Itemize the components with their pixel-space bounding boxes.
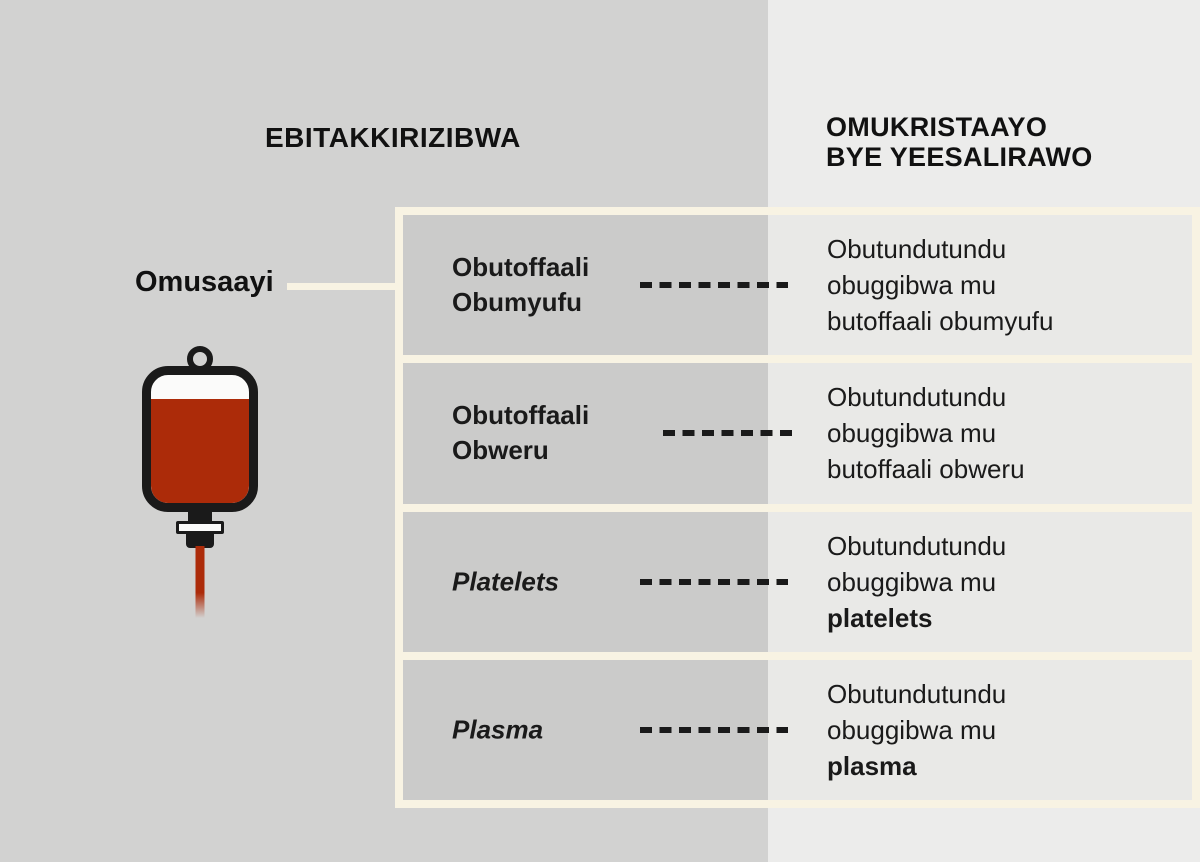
blood-source-label: Omusaayi — [135, 266, 274, 298]
column-header-personal-decision: OMUKRISTAAYO BYE YEESALIRAWO — [826, 112, 1093, 172]
blood-bag-flange — [176, 521, 224, 534]
component-label: Plasma — [452, 712, 543, 747]
fraction-line2: obuggibwa mu — [827, 566, 997, 597]
fraction-description: Obutundutundu obuggibwa mu butoffaali ob… — [827, 231, 1053, 339]
table-row-red-cells: Obutoffaali Obumyufu Obutundutundu obugg… — [403, 215, 1192, 356]
fraction-line1: Obutundutundu — [827, 382, 1007, 413]
fraction-description: Obutundutundu obuggibwa mu butoffaali ob… — [827, 379, 1025, 487]
blood-components-table: Obutoffaali Obumyufu Obutundutundu obugg… — [395, 207, 1200, 808]
fraction-line2: obuggibwa mu — [827, 714, 997, 745]
connector-line — [287, 283, 397, 290]
fraction-line3: butoffaali obumyufu — [827, 306, 1054, 337]
dashed-connector — [640, 282, 788, 289]
component-label: Obutoffaali Obweru — [452, 398, 589, 468]
dashed-connector — [663, 430, 792, 437]
component-label: Platelets — [452, 564, 559, 599]
blood-bag-tube — [195, 546, 205, 618]
header-right-line2: BYE YEESALIRAWO — [826, 142, 1093, 172]
component-label-line1: Plasma — [452, 714, 544, 745]
component-label-line1: Obutoffaali — [452, 252, 590, 283]
component-label-line1: Obutoffaali — [452, 400, 590, 431]
blood-bag-nozzle — [186, 534, 214, 548]
fraction-line1: Obutundutundu — [827, 530, 1007, 561]
component-label: Obutoffaali Obumyufu — [452, 250, 589, 320]
fraction-line3: plasma — [827, 750, 917, 781]
fraction-line2: obuggibwa mu — [827, 270, 997, 301]
blood-bag-body — [142, 366, 258, 512]
fraction-line2: obuggibwa mu — [827, 418, 997, 449]
table-row-platelets: Platelets Obutundutundu obuggibwa mu pla… — [403, 511, 1192, 652]
component-label-line2: Obweru — [452, 435, 549, 466]
blood-bag-icon — [142, 346, 258, 621]
fraction-line3: butoffaali obweru — [827, 454, 1025, 485]
fraction-line1: Obutundutundu — [827, 234, 1007, 265]
header-right-line1: OMUKRISTAAYO — [826, 112, 1048, 142]
fraction-line3: platelets — [827, 602, 933, 633]
table-row-plasma: Plasma Obutundutundu obuggibwa mu plasma — [403, 659, 1192, 800]
blood-bag-fill — [151, 399, 249, 503]
component-label-line1: Platelets — [452, 566, 559, 597]
fraction-description: Obutundutundu obuggibwa mu plasma — [827, 676, 1006, 784]
blood-bag-stem — [188, 511, 212, 521]
column-header-forbidden: EBITAKKIRIZIBWA — [265, 122, 521, 153]
table-row-white-cells: Obutoffaali Obweru Obutundutundu obuggib… — [403, 363, 1192, 504]
fraction-line1: Obutundutundu — [827, 678, 1007, 709]
component-label-line2: Obumyufu — [452, 287, 582, 318]
dashed-connector — [640, 578, 788, 585]
fraction-description: Obutundutundu obuggibwa mu platelets — [827, 528, 1006, 636]
dashed-connector — [640, 726, 788, 733]
